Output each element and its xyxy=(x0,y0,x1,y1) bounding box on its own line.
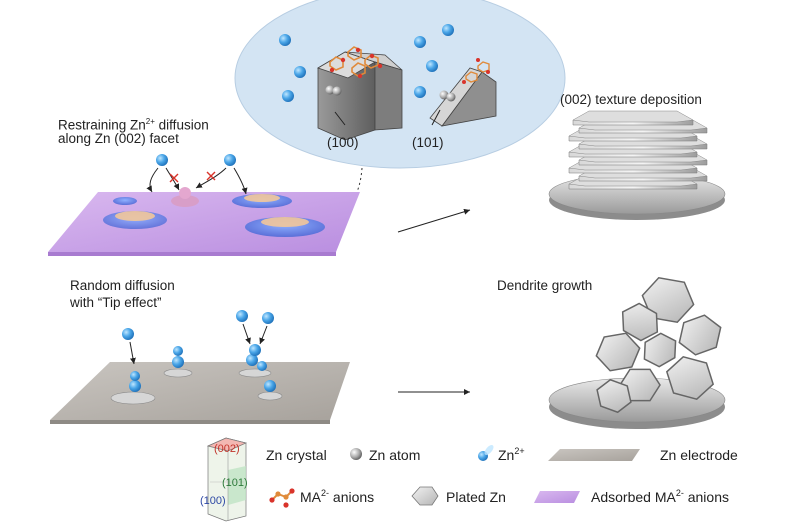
legend-zn-atom: Zn atom xyxy=(369,447,420,463)
dendrite-hex-plate xyxy=(621,302,659,342)
zn-electrode-legend-icon xyxy=(548,449,640,461)
zn-ion-left xyxy=(156,154,168,166)
random-diffusion-label-line2: with “Tip effect” xyxy=(70,295,162,310)
legend-plated-zn: Plated Zn xyxy=(446,489,506,505)
texture-deposition-label: (002) texture deposition xyxy=(560,92,702,107)
dendrite-hex-plate xyxy=(641,276,695,324)
arrow-top xyxy=(397,208,471,233)
zn-ion-right xyxy=(224,154,236,166)
blocked-cross-left xyxy=(169,173,179,183)
restraining-label-sup: 2+ xyxy=(145,117,155,126)
facet-inset: (100) (101) xyxy=(234,0,566,169)
dendrite-hex-plate xyxy=(643,332,677,368)
zn-ion-legend-icon xyxy=(478,445,494,461)
plated-zn-legend-icon xyxy=(411,486,439,506)
zn-ion-falling-2 xyxy=(236,310,248,322)
purple-electrode-panel xyxy=(48,154,360,256)
dendrite-hex-plate xyxy=(665,356,715,400)
zn-ion-group-inset xyxy=(279,24,456,102)
plated-blob-left xyxy=(103,211,167,229)
plated-blob-small xyxy=(113,197,137,205)
zn-atom-legend-icon xyxy=(350,448,362,460)
legend-ma-anions: MA2- anions xyxy=(300,488,374,505)
blocked-cross-right xyxy=(206,171,216,181)
ma-anion-legend-icon xyxy=(269,488,295,508)
tip-growth-sites xyxy=(110,344,283,405)
legend-facet-101: (101) xyxy=(222,477,248,489)
leader-100 xyxy=(334,111,346,126)
facet-101-label: (101) xyxy=(412,135,444,150)
plated-blob-right-bottom xyxy=(245,217,325,237)
legend-adsorbed-ma: Adsorbed MA2- anions xyxy=(591,488,729,505)
texture-deposition-stack xyxy=(548,110,726,220)
zn-ion-falling-3 xyxy=(262,312,274,324)
facet-100-label: (100) xyxy=(327,135,359,150)
ma-anion-cluster xyxy=(329,46,379,77)
legend-facet-002: (002) xyxy=(214,443,240,455)
zn-crystal-100-block xyxy=(317,46,403,141)
zn-crystal-legend-icon: (002) (101) (100) xyxy=(200,437,248,522)
zn-ion-falling-1 xyxy=(122,328,134,340)
grey-electrode-panel xyxy=(50,310,350,424)
restraining-label-suffix: diffusion xyxy=(154,117,209,133)
dendrite-growth-label: Dendrite growth xyxy=(497,278,593,293)
plated-blob-right-top xyxy=(232,194,292,208)
adsorbed-ma-legend-icon xyxy=(534,491,580,503)
legend-zn-crystal: Zn crystal xyxy=(266,447,327,463)
leader-101 xyxy=(431,109,441,126)
legend-zn-ion: Zn2+ xyxy=(498,446,525,463)
pink-nucleus xyxy=(171,187,199,207)
restraining-label-prefix: Restraining Zn xyxy=(58,117,146,133)
zn-plate-top xyxy=(572,110,694,123)
restraining-label-line2: along Zn (002) facet xyxy=(58,131,179,146)
dendrite-hex-plate xyxy=(595,332,641,372)
dendrite-hex-plate xyxy=(678,314,722,356)
legend-facet-100: (100) xyxy=(200,495,226,507)
legend: (002) (101) (100) Zn crystal Zn atom Zn2… xyxy=(200,437,738,522)
dendrite-growth-figure xyxy=(548,276,726,429)
dendrite-hex-plate xyxy=(596,378,632,414)
legend-zn-electrode: Zn electrode xyxy=(660,447,738,463)
random-diffusion-label-line1: Random diffusion xyxy=(70,278,175,293)
restraining-label-line1: Restraining Zn2+ diffusion xyxy=(58,114,209,134)
